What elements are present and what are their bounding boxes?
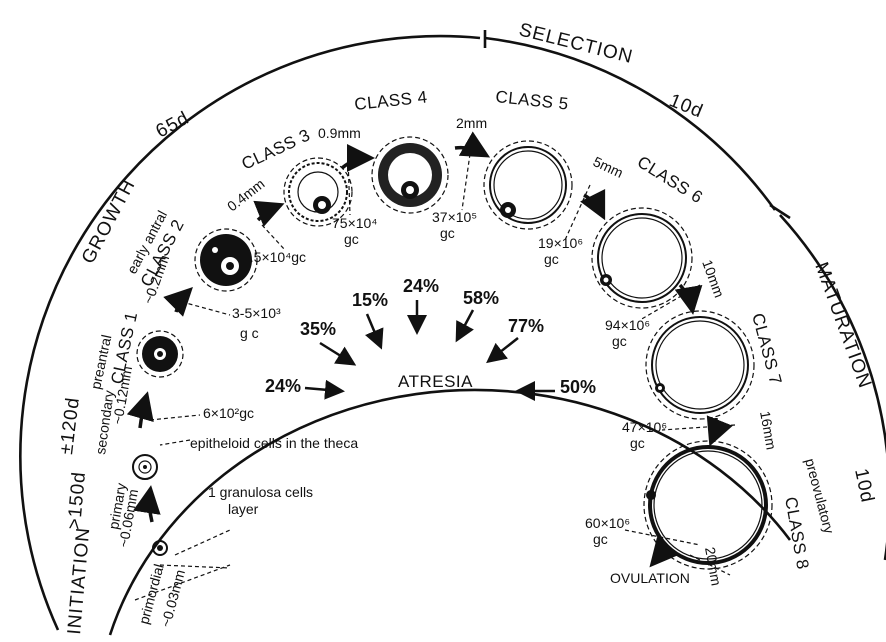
progression-arrows xyxy=(126,131,733,568)
atresia-rate-class3: 15% xyxy=(352,290,388,310)
phase-initiation-label: INITIATION xyxy=(64,526,94,635)
phase-arc-growth xyxy=(19,34,481,631)
phase-arc-maturation xyxy=(779,214,886,561)
stage-primary: primary xyxy=(105,482,129,531)
phase-tick-2 xyxy=(769,203,791,220)
note-theca: epitheloid cells in the theca xyxy=(190,435,358,451)
atresia-rate-class1: 24% xyxy=(265,376,301,396)
stage-class4-size: 0.9mm xyxy=(318,125,361,141)
follicle-class3 xyxy=(283,157,353,227)
follicle-primordial xyxy=(152,540,168,556)
cell-count-class7b: 47×10⁶ xyxy=(622,419,667,435)
note-granulosa-line1: 1 granulosa cells xyxy=(208,484,313,500)
cell-count-class5: 37×10⁵ xyxy=(432,209,477,225)
phase-initiation-duration-b: ±120d xyxy=(56,396,84,456)
follicle-class6 xyxy=(591,207,693,309)
stage-class5-size: 2mm xyxy=(456,115,487,131)
follicle-primary xyxy=(132,454,158,480)
follicle-secondary xyxy=(136,330,184,378)
stage-class5: CLASS 5 xyxy=(495,87,570,114)
stage-class7-size: 10mm xyxy=(699,258,727,300)
follicle-class2 xyxy=(194,228,258,292)
cell-count-class7b-unit: gc xyxy=(630,435,645,451)
stage-class3: CLASS 3 xyxy=(239,125,314,173)
follicle-class4 xyxy=(371,136,449,214)
cell-count-class8: 60×10⁶ xyxy=(585,515,630,531)
stage-class4: CLASS 4 xyxy=(353,87,428,114)
stage-ovulation: OVULATION xyxy=(610,570,690,586)
cell-count-class4: 75×10⁴ xyxy=(332,215,377,231)
follicle-class5 xyxy=(483,140,573,230)
atresia-arrows xyxy=(304,300,555,401)
cell-count-class1-unit: g c xyxy=(240,325,259,341)
stage-preovulatory: preovulatory xyxy=(802,457,837,536)
stage-class8-size: 16mm xyxy=(757,410,780,451)
cell-count-class8-unit: gc xyxy=(593,531,608,547)
cell-count-class7-unit: gc xyxy=(612,333,627,349)
atresia-rate-class2: 35% xyxy=(300,319,336,339)
cell-count-class4-unit: gc xyxy=(344,231,359,247)
atresia-rate-class4: 24% xyxy=(403,276,439,296)
phase-maturation-duration: 10d xyxy=(850,467,878,505)
stage-class1: CLASS 1 xyxy=(107,310,141,386)
stage-class6-size: 5mm xyxy=(591,153,626,181)
follicle-class7 xyxy=(645,310,755,420)
stage-class7: CLASS 7 xyxy=(748,311,785,387)
atresia-rate-class5: 58% xyxy=(463,288,499,308)
cell-count-class5-unit: gc xyxy=(440,225,455,241)
follicle-class8 xyxy=(643,440,773,570)
cell-count-class6-unit: gc xyxy=(544,251,559,267)
atresia-label: ATRESIA xyxy=(398,372,473,391)
cell-count-class6: 19×10⁶ xyxy=(538,235,583,251)
phase-arc-selection xyxy=(484,36,777,211)
cell-count-class7: 94×10⁶ xyxy=(605,317,650,333)
cell-count-class1: 3-5×10³ xyxy=(232,305,281,321)
phase-initiation-duration-a: >150d xyxy=(64,470,90,530)
stage-class8-size-b: 20mm xyxy=(702,546,725,587)
stage-class3-size: 0.4mm xyxy=(224,175,268,214)
atresia-rate-class7: 50% xyxy=(560,377,596,397)
phase-growth-duration: 65d xyxy=(152,108,192,143)
atresia-rate-class6: 77% xyxy=(508,316,544,336)
class-arc xyxy=(108,388,792,636)
phase-maturation-label: MATURATION xyxy=(810,260,875,392)
stage-class6: CLASS 6 xyxy=(634,152,706,207)
note-granulosa-line2: layer xyxy=(228,501,259,517)
cell-count-secondary: 6×10²gc xyxy=(203,405,254,421)
cell-count-class3: 1.5×10⁴gc xyxy=(242,249,306,265)
